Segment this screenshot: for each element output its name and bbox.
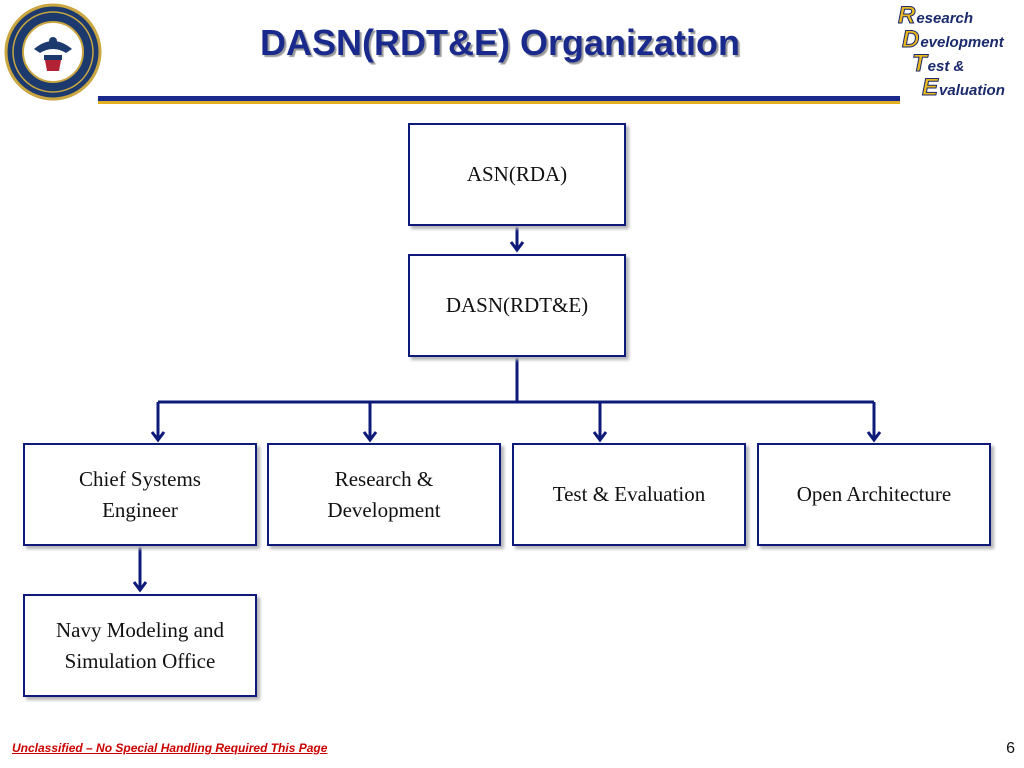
org-box-test-evaluation: Test & Evaluation bbox=[512, 443, 746, 546]
rdte-logo-line-development: Development bbox=[901, 26, 1004, 54]
org-box-label: Navy Modeling and Simulation Office bbox=[56, 617, 224, 673]
rdte-logo-line-evaluation: Evaluation bbox=[921, 74, 1005, 102]
title-rule-gold bbox=[98, 101, 900, 104]
arrowhead-navy-modeling bbox=[132, 581, 148, 593]
seal-icon bbox=[4, 3, 102, 101]
page-title: DASN(RDT&E) Organization bbox=[260, 22, 740, 63]
org-box-open-architecture: Open Architecture bbox=[757, 443, 991, 546]
org-box-asn-rda: ASN(RDA) bbox=[408, 123, 626, 226]
org-box-navy-modeling: Navy Modeling and Simulation Office bbox=[23, 594, 257, 697]
navy-seal-logo bbox=[4, 3, 102, 101]
arrowhead-research-development bbox=[362, 431, 378, 443]
arrowhead-test-evaluation bbox=[592, 431, 608, 443]
org-box-label: DASN(RDT&E) bbox=[445, 293, 589, 317]
rdte-logo: Research Development Test & Evaluation bbox=[896, 2, 1022, 102]
title-rule-blue bbox=[98, 96, 900, 101]
org-box-label: Research & Development bbox=[327, 466, 441, 522]
classification-footer: Unclassified – No Special Handling Requi… bbox=[12, 741, 328, 755]
org-box-label: Chief Systems Engineer bbox=[79, 466, 201, 522]
org-box-research-development: Research & Development bbox=[267, 443, 501, 546]
arrowhead-open-architecture bbox=[866, 431, 882, 443]
rdte-logo-line-research: Research bbox=[897, 2, 974, 30]
page-number: 6 bbox=[1006, 740, 1015, 757]
org-box-label: Open Architecture bbox=[796, 482, 952, 506]
org-box-chief-systems-engineer: Chief Systems Engineer bbox=[23, 443, 257, 546]
org-box-label: ASN(RDA) bbox=[466, 162, 568, 186]
arrowhead-chief-systems-engineer bbox=[150, 431, 166, 443]
org-box-label: Test & Evaluation bbox=[552, 482, 706, 506]
rdte-logo-line-test: Test & bbox=[912, 50, 965, 78]
org-box-dasn-rdte: DASN(RDT&E) bbox=[408, 254, 626, 357]
arrowhead-dasn bbox=[509, 241, 525, 253]
